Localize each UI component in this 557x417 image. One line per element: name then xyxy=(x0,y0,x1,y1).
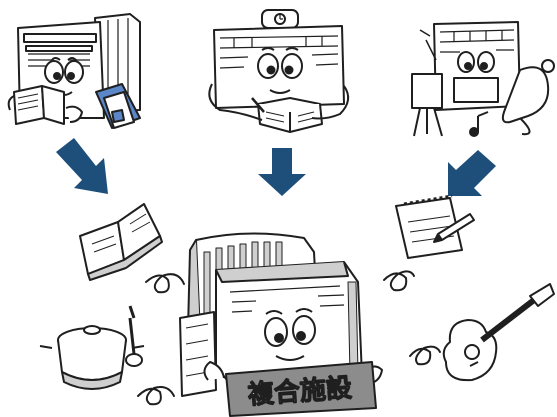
blue-books xyxy=(95,83,141,129)
library-building xyxy=(7,13,141,129)
school-building xyxy=(208,9,350,133)
pot-icon xyxy=(39,305,145,390)
arrow-center xyxy=(258,148,306,196)
arrow-left xyxy=(56,138,108,194)
guitar-icon xyxy=(442,283,555,382)
facility-sign: 複合施設 xyxy=(225,361,377,417)
notepad-icon xyxy=(395,194,475,259)
squiggle-decorations xyxy=(137,270,441,406)
easel xyxy=(411,29,443,137)
complex-facility-building: 複合施設 xyxy=(179,232,383,417)
arrow-right xyxy=(448,150,496,196)
community-center-building xyxy=(411,21,555,137)
book-icon xyxy=(79,203,163,281)
